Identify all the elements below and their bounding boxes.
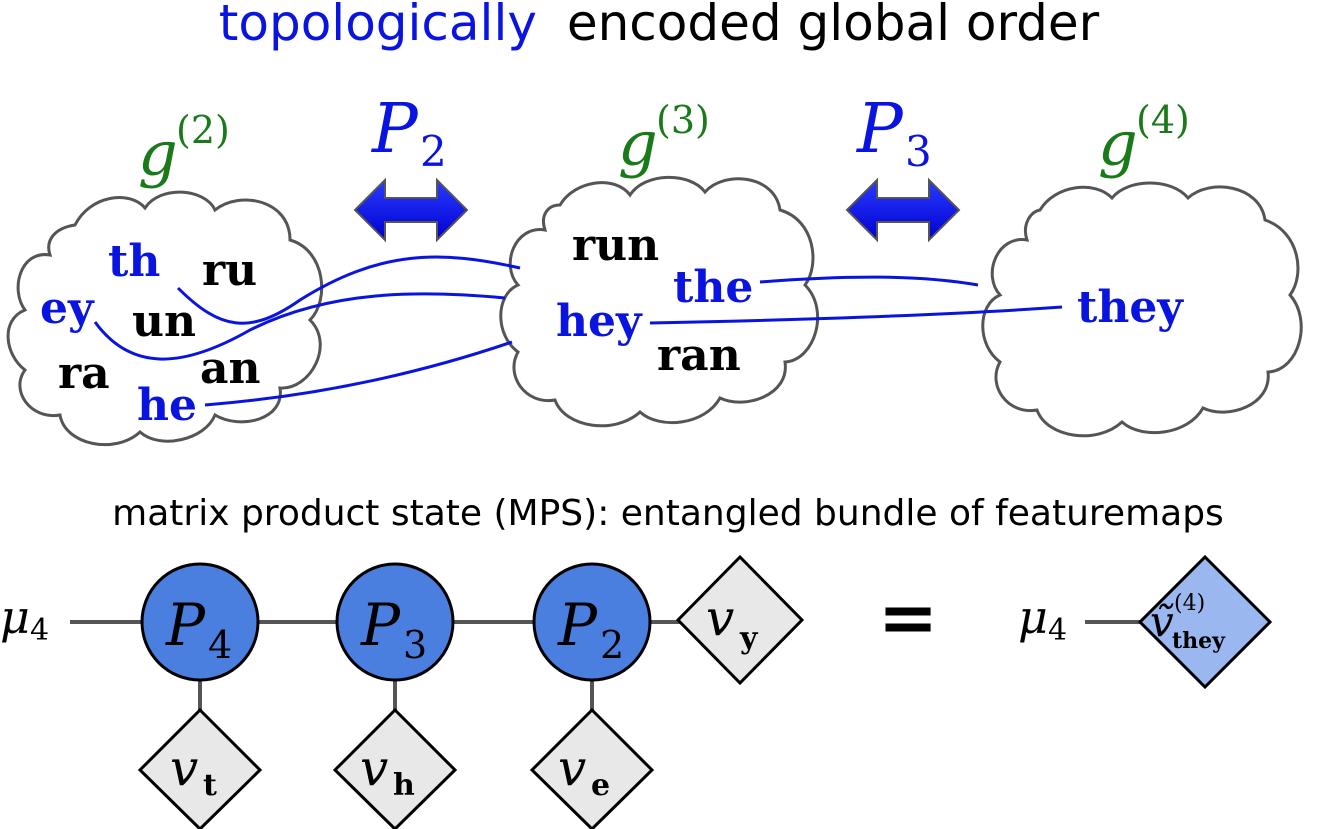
mps-network: μ 4 P 4 P 3 P 2 v t v h: [0, 554, 1273, 829]
cloud-g3: [499, 175, 820, 428]
word-they: they: [1077, 282, 1184, 333]
svg-text:P: P: [855, 90, 904, 169]
mps-tensor-vh: v h: [332, 707, 458, 829]
svg-text:v: v: [360, 739, 388, 797]
svg-text:2: 2: [420, 127, 447, 176]
label-g3: g (3): [618, 98, 710, 180]
mps-caption: matrix product state (MPS): entangled bu…: [112, 493, 1224, 534]
word-he: he: [137, 380, 197, 431]
svg-text:3: 3: [403, 623, 427, 667]
svg-text:v: v: [706, 589, 734, 647]
word-ru: ru: [202, 245, 257, 296]
svg-text:they: they: [1172, 628, 1226, 654]
result-tensor: ṽ (4) they: [1137, 554, 1273, 690]
label-P2: P 2: [370, 90, 447, 176]
svg-text:(2): (2): [176, 108, 230, 152]
svg-text:3: 3: [905, 127, 932, 176]
svg-text:μ: μ: [0, 590, 30, 644]
word-hey: hey: [556, 296, 643, 347]
mps-node-P2: P 2: [532, 562, 652, 682]
connection-hey-they: [649, 305, 1063, 325]
mps-node-P4: P 4: [140, 562, 260, 682]
word-the: the: [673, 262, 753, 313]
svg-text:v: v: [170, 739, 198, 797]
connection-ey-hey: [93, 292, 506, 361]
title-highlight: topologically: [219, 0, 537, 52]
diagram-title: topologically encoded global order: [219, 0, 1100, 52]
svg-text:μ: μ: [1018, 590, 1048, 644]
svg-text:P: P: [165, 591, 206, 659]
label-g4: g (4): [1098, 98, 1190, 180]
mps-tensor-vy: v y: [675, 554, 805, 686]
equals-sign: =: [878, 574, 938, 659]
word-th: th: [108, 236, 160, 287]
svg-text:v: v: [558, 739, 586, 797]
svg-text:(4): (4): [1174, 591, 1205, 616]
word-connections: [93, 255, 1063, 407]
svg-text:g: g: [138, 117, 178, 190]
double-arrow-P2: [353, 177, 469, 243]
mps-left-index: μ 4: [0, 590, 49, 648]
word-un: un: [132, 296, 196, 347]
svg-text:h: h: [393, 768, 415, 803]
svg-text:g: g: [618, 107, 658, 180]
svg-text:e: e: [591, 768, 610, 803]
mps-tensor-ve: v e: [529, 707, 655, 829]
svg-text:P: P: [557, 591, 598, 659]
word-ey: ey: [40, 283, 95, 334]
label-g2: g (2): [138, 108, 230, 190]
cloud-g2: [6, 190, 324, 447]
svg-text:4: 4: [30, 613, 49, 648]
title-rest: encoded global order: [567, 0, 1100, 52]
mps-tensor-vt: v t: [137, 707, 263, 829]
connection-th-the: [176, 255, 521, 325]
svg-text:(3): (3): [656, 98, 710, 142]
mps-node-P3: P 3: [335, 562, 455, 682]
svg-text:g: g: [1098, 107, 1138, 180]
connection-the-they: [759, 275, 979, 287]
word-run: run: [572, 220, 659, 271]
svg-text:y: y: [739, 621, 759, 656]
svg-text:4: 4: [208, 623, 232, 667]
svg-text:P: P: [370, 90, 419, 169]
svg-text:ṽ: ṽ: [1150, 597, 1174, 646]
result-index: μ 4: [1018, 590, 1067, 648]
cloud-g3-shape: [499, 175, 820, 428]
double-arrow-P3: [845, 177, 961, 243]
cloud-g4: [981, 181, 1303, 438]
word-an: an: [200, 343, 261, 394]
svg-text:2: 2: [600, 623, 624, 667]
svg-text:P: P: [360, 591, 401, 659]
cloud-g4-shape: [981, 181, 1303, 438]
svg-text:t: t: [203, 768, 217, 803]
cloud-g2-shape: [6, 190, 324, 447]
svg-text:4: 4: [1048, 613, 1067, 648]
svg-text:(4): (4): [1136, 98, 1190, 142]
connection-he-hey: [204, 340, 513, 407]
word-ra: ra: [58, 348, 110, 399]
label-P3: P 3: [855, 90, 932, 176]
word-ran: ran: [657, 330, 741, 381]
